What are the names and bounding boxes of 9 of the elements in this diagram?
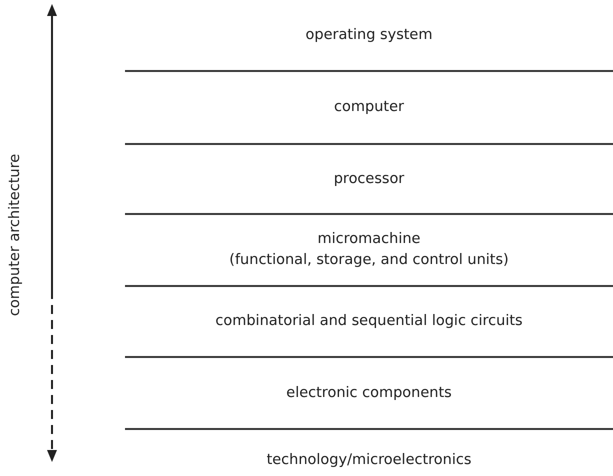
layer-label: (functional, storage, and control units) <box>229 251 509 270</box>
layer-label: micromachine <box>318 230 420 249</box>
layer-label: processor <box>334 170 404 188</box>
layer-label: computer <box>334 98 404 117</box>
layer-label: combinatorial and sequential logic circuits <box>215 312 523 331</box>
layer-label: operating system <box>306 26 432 44</box>
layer-label: technology/microelectronics <box>266 450 472 470</box>
axis-label: computer architecture <box>7 154 23 316</box>
layer-label: electronic components <box>286 384 452 402</box>
